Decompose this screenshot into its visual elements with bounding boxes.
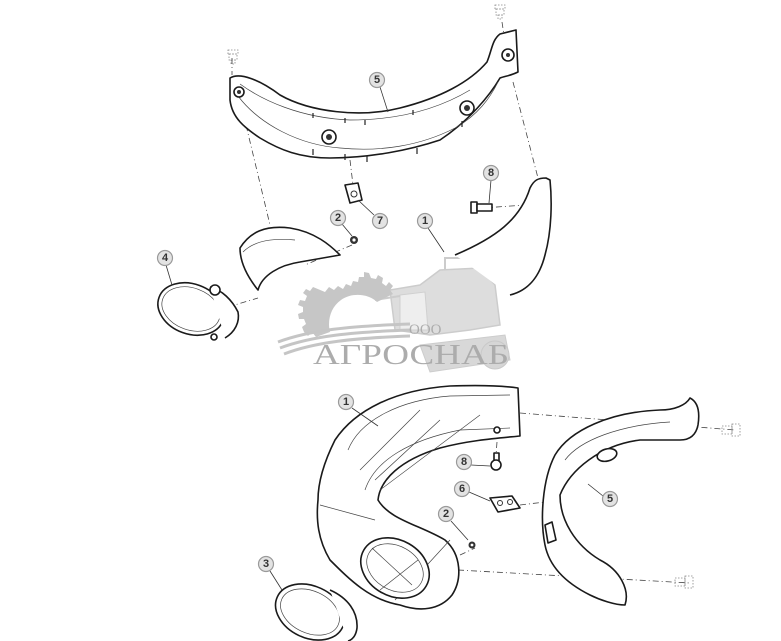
callout-label: 5 (607, 493, 613, 505)
callout-4[interactable]: 4 (156, 249, 174, 267)
upper-exploded-view (157, 4, 552, 341)
part-3-lamp (274, 583, 358, 641)
callout-label: 2 (335, 212, 341, 224)
part-2-nut (350, 236, 358, 244)
part-8-bolt (490, 452, 502, 471)
screw-ghost-icon (227, 4, 506, 65)
part-8-bolt (470, 201, 493, 214)
part-2-nut (468, 541, 476, 549)
callout-label: 1 (422, 215, 428, 227)
callout-label: 8 (461, 456, 467, 468)
screw-ghost-icon (674, 423, 741, 589)
callouts-upper: 5 8 7 2 1 4 (156, 71, 500, 267)
callout-label: 1 (343, 396, 349, 408)
callout-label: 8 (488, 167, 494, 179)
harvester-icon (374, 257, 511, 373)
callout-3[interactable]: 3 (257, 555, 275, 573)
callout-label: 2 (443, 508, 449, 520)
part-1-housing (239, 177, 552, 296)
callout-1[interactable]: 1 (416, 212, 434, 230)
part-5-bracket (229, 29, 519, 162)
callout-label: 7 (377, 215, 383, 227)
callout-1[interactable]: 1 (337, 393, 355, 411)
gear-icon (298, 272, 393, 337)
callout-5[interactable]: 5 (368, 71, 386, 89)
part-7-clip (344, 182, 363, 204)
watermark-logo: ООО АГРОСНАБ (277, 257, 511, 373)
callout-label: 3 (263, 558, 269, 570)
alignment-line (239, 99, 271, 226)
watermark-prefix: ООО (409, 322, 442, 338)
lower-exploded-view (269, 384, 741, 641)
callout-7[interactable]: 7 (371, 212, 389, 230)
watermark-name: АГРОСНАБ (313, 339, 509, 371)
callout-5[interactable]: 5 (601, 490, 619, 508)
callout-label: 5 (374, 74, 380, 86)
callout-8[interactable]: 8 (482, 164, 500, 182)
part-4-lamp (157, 281, 240, 341)
part-6-clip (489, 495, 521, 513)
callouts-lower: 1 8 6 5 2 3 (257, 393, 619, 573)
callout-2[interactable]: 2 (437, 505, 455, 523)
callout-label: 4 (162, 252, 169, 264)
callout-2[interactable]: 2 (329, 209, 347, 227)
callout-8[interactable]: 8 (455, 453, 473, 471)
part-1-housing (316, 384, 521, 610)
callout-label: 6 (459, 483, 465, 495)
callout-6[interactable]: 6 (453, 480, 471, 498)
part-5-bracket (541, 397, 700, 606)
swoosh-lines (277, 322, 411, 356)
